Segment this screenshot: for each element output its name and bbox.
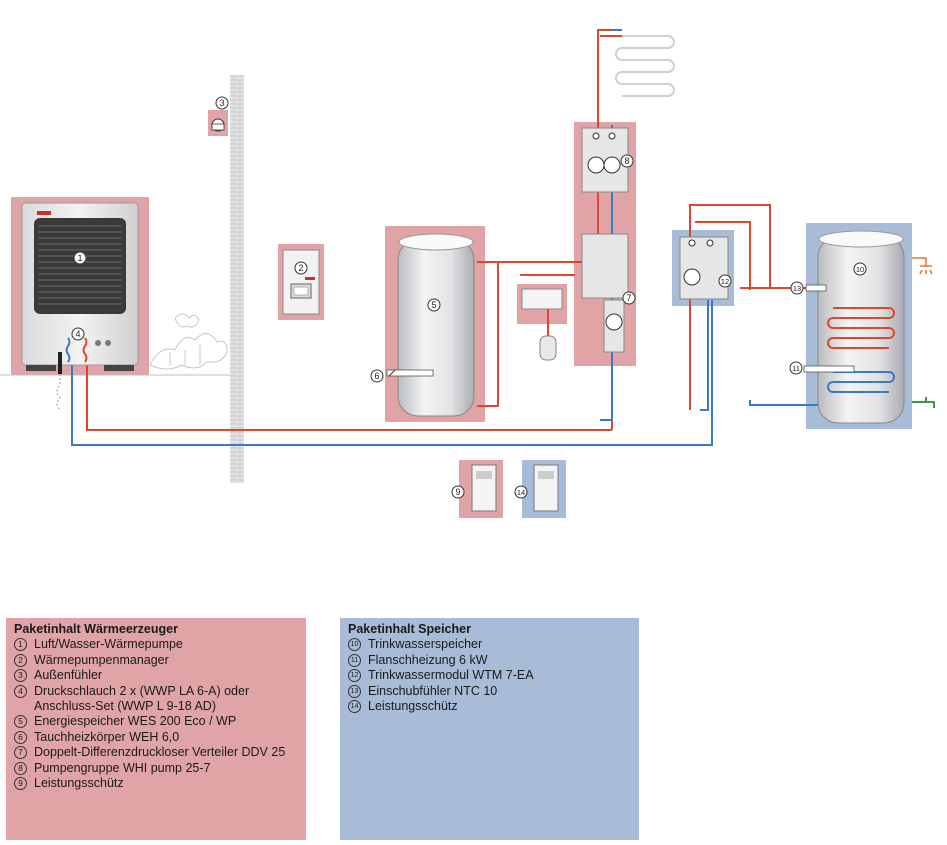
legend-text: Luft/Wasser-Wärmepumpe [34,637,183,652]
svg-text:14: 14 [517,488,525,497]
brick-wall [230,75,244,483]
callout-10: 10 [853,262,867,276]
legend-number: 9 [14,777,27,791]
legend-text: Trinkwassermodul WTM 7-EA [368,668,534,683]
legend-item: 7 Doppelt-Differenzdruckloser Verteiler D… [14,745,298,760]
legend-heat-generator: Paketinhalt Wärmeerzeuger 1 Luft/Wasser-W… [6,618,306,840]
legend-text: Druckschlauch 2 x (WWP LA 6-A) oder Ansc… [34,683,250,714]
legend-text: Tauchheizkörper WEH 6,0 [34,729,180,744]
legend-number: 2 [14,653,27,667]
legend-number: 1 [14,638,27,652]
legend-number: 5 [14,715,27,729]
pump-group [581,127,629,193]
legend-number: 13 [348,684,361,698]
heat-pump-manager [282,249,320,315]
legend-text: Wärmepumpenmanager [34,652,169,667]
callout-6: 6 [370,369,384,383]
water-module [679,236,729,300]
legend-number: 8 [14,761,27,775]
legend-number: 4 [14,684,27,698]
legend-item: 1 Luft/Wasser-Wärmepumpe [14,637,298,652]
legend-item: 3 Außenfühler [14,668,298,683]
svg-text:10: 10 [856,265,864,274]
svg-text:13: 13 [793,284,801,293]
legend-text: Leistungsschütz [368,699,458,714]
svg-text:3: 3 [219,98,224,108]
callout-8: 8 [620,154,634,168]
legend-text: Leistungsschütz [34,776,124,791]
svg-text:2: 2 [298,263,303,273]
svg-text:5: 5 [431,300,436,310]
legend-item: 11 Flanschheizung 6 kW [348,653,631,668]
legend-number: 11 [348,653,361,667]
tree-sketch [149,313,228,370]
callouts: 1 2 3 4 5 6 7 8 9 10 11 12 13 14 [71,96,867,499]
legend-text: Pumpengruppe WHI pump 25-7 [34,760,211,775]
heat-pump-unit [21,202,139,411]
tap-icon [912,397,935,408]
legend-text: Trinkwasserspeicher [368,637,483,652]
legend-item: 5 Energiespeicher WES 200 Eco / WP [14,714,298,729]
legend-number: 3 [14,669,27,683]
legend-item: 6 Tauchheizkörper WEH 6,0 [14,730,298,745]
callout-13: 13 [790,281,804,295]
legend-title: Paketinhalt Speicher [348,622,471,636]
legend-number: 7 [14,746,27,760]
safety-valve-group [521,288,563,361]
legend-text: Flanschheizung 6 kW [368,652,488,667]
outdoor-sensor [208,110,228,136]
legend-number: 12 [348,669,361,683]
svg-text:9: 9 [455,487,460,497]
legend-text: Außenfühler [34,668,103,683]
contactor-9 [471,464,497,512]
legend-text: Energiespeicher WES 200 Eco / WP [34,714,237,729]
svg-text:6: 6 [374,371,379,381]
legend-storage: Paketinhalt Speicher 10 Trinkwasserspeich… [340,618,639,840]
legend-number: 10 [348,638,361,652]
callout-7: 7 [622,291,636,305]
legend-text: Einschubfühler NTC 10 [368,683,498,698]
callout-5: 5 [427,298,441,312]
legend-number: 6 [14,730,27,744]
callout-3: 3 [215,96,229,110]
energy-tank [386,233,475,417]
svg-text:8: 8 [624,156,629,166]
return-lines [71,29,820,446]
legend-text: Doppelt-Differenzdruckloser Verteiler DD… [34,745,286,760]
svg-text:11: 11 [792,364,800,373]
callout-14: 14 [514,485,528,499]
legend-item: 12 Trinkwassermodul WTM 7-EA [348,668,631,683]
legend-item: 14 Leistungsschütz [348,699,631,714]
contactor-14 [533,464,559,512]
legend-item: 4 Druckschlauch 2 x (WWP LA 6-A) oder Ans… [14,684,298,715]
legend-number: 14 [348,700,361,714]
callout-9: 9 [451,485,465,499]
legend-item: 10 Trinkwasserspeicher [348,637,631,652]
callout-4: 4 [71,327,85,341]
callout-11: 11 [789,361,803,375]
manifold [581,233,629,353]
legend-item: 2 Wärmepumpenmanager [14,653,298,668]
floor-heating-coils [600,35,675,97]
legend-item: 13 Einschubfühler NTC 10 [348,684,631,699]
svg-text:7: 7 [626,293,631,303]
shower-icon [912,257,933,275]
legend-title: Paketinhalt Wärmeerzeuger [14,622,178,636]
system-diagram: 1 2 3 4 5 6 7 8 9 10 11 12 13 14 [0,29,935,518]
legend-item: 8 Pumpengruppe WHI pump 25-7 [14,761,298,776]
callout-12: 12 [718,274,732,288]
svg-text:1: 1 [77,253,82,263]
svg-text:4: 4 [75,329,80,339]
callout-2: 2 [294,261,308,275]
svg-text:12: 12 [721,277,729,286]
callout-1: 1 [73,251,87,265]
legend-item: 9 Leistungsschütz [14,776,298,791]
dhw-tank [803,230,905,424]
